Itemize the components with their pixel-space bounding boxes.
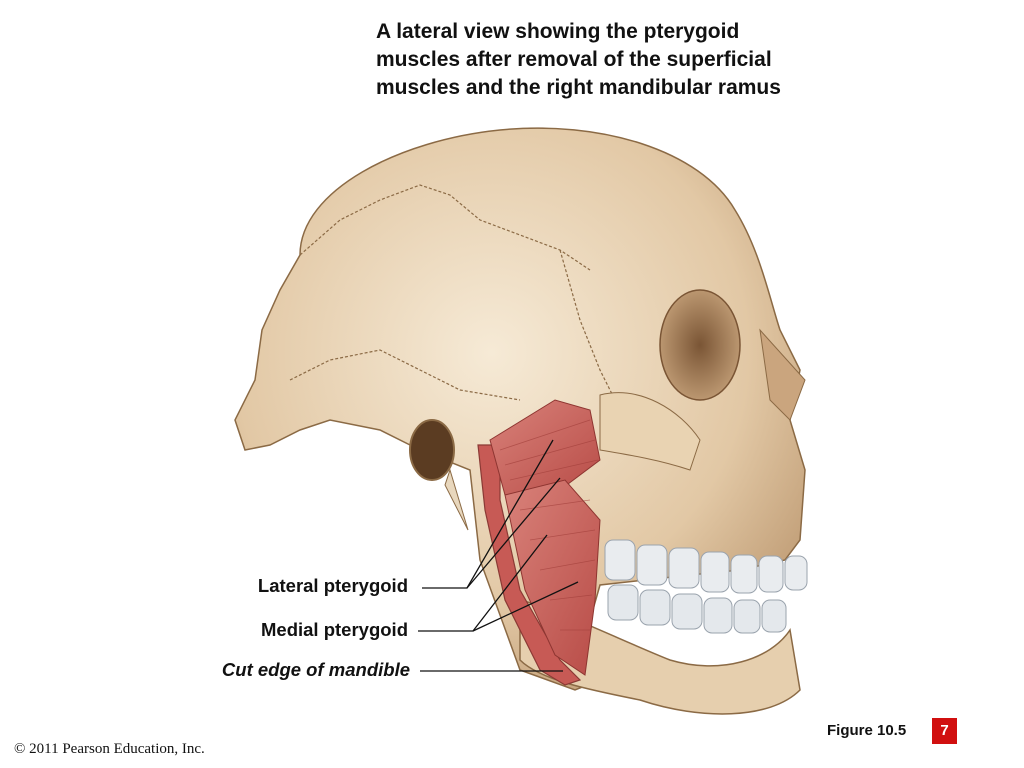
caption-line-3: muscles and the right mandibular ramus: [376, 76, 781, 99]
medial-pterygoid-muscle: [504, 479, 601, 676]
muscle-fibers: [499, 419, 599, 631]
styloid-process: [444, 468, 469, 531]
copyright-notice: © 2011 Pearson Education, Inc.: [14, 741, 205, 757]
page-number-badge: 7: [932, 718, 957, 744]
zygomatic-bone: [599, 392, 701, 471]
nasal-aperture: [759, 328, 806, 421]
figure-caption: A lateral view showing the pterygoid mus…: [376, 18, 846, 102]
upper-teeth: [604, 539, 808, 594]
figure-number: Figure 10.5: [827, 722, 907, 739]
label-lateral-pterygoid: Lateral pterygoid: [257, 575, 408, 596]
label-medial-pterygoid: Medial pterygoid: [261, 619, 408, 640]
sutures: [289, 184, 621, 411]
orbit: [659, 289, 741, 401]
lower-teeth: [607, 584, 787, 634]
leader-lines: [418, 439, 579, 672]
caption-line-2: muscles after removal of the superficial: [376, 48, 772, 71]
caption-line-1: A lateral view showing the pterygoid: [376, 20, 740, 43]
label-cut-edge-of-mandible: Cut edge of mandible: [221, 659, 410, 680]
external-acoustic-meatus: [409, 419, 455, 481]
cut-ramus-edge: [477, 444, 582, 686]
